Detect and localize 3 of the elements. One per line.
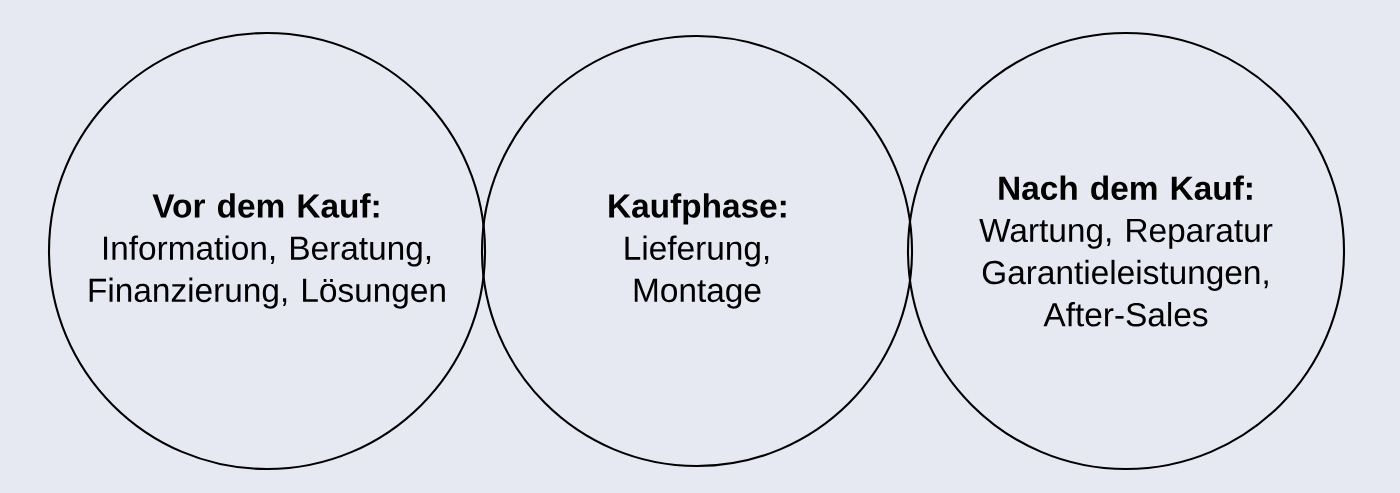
circle-node: Vor dem Kauf: Information, Beratung, Finanzierung, Lösungen xyxy=(47,31,487,471)
circle-node: Nach dem Kauf: Wartung, Reparatur Garantieleistungen, After-Sales xyxy=(906,31,1346,471)
circle-node: Kaufphase: Lieferung, Montage xyxy=(480,34,914,468)
